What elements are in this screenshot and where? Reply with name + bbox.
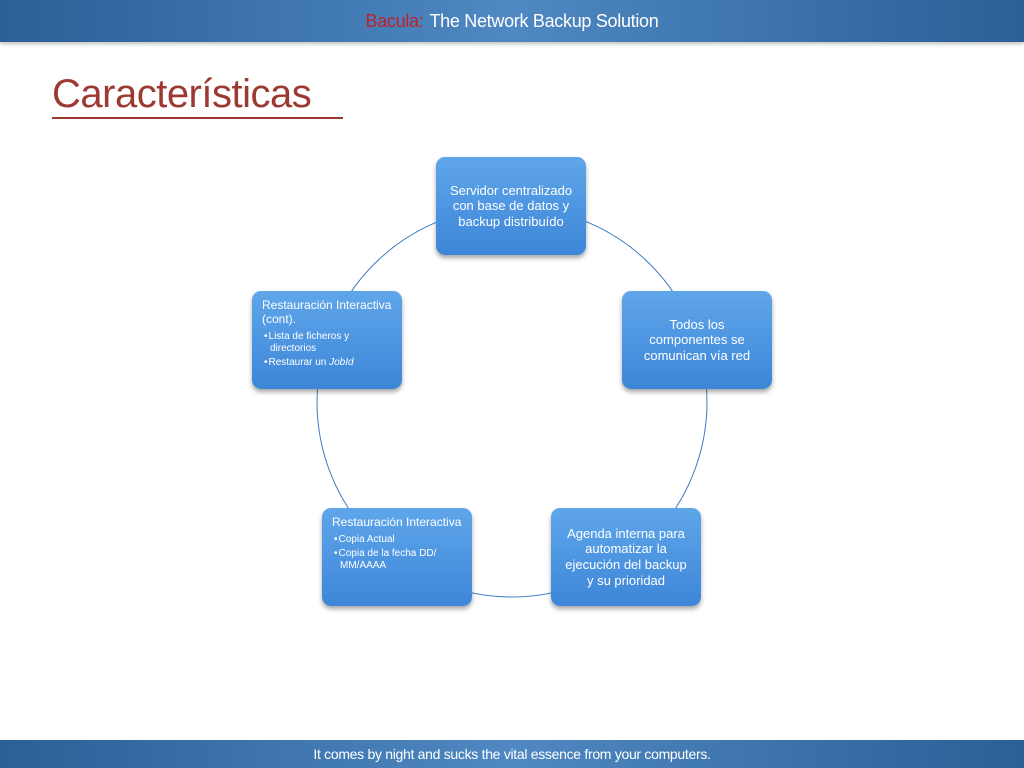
title-underline (52, 117, 343, 119)
list-item: •Copia Actual (334, 533, 395, 545)
footer-bar: It comes by night and sucks the vital es… (0, 740, 1024, 768)
node-network-communication-text: Todos los componentes se comunican vía r… (643, 316, 751, 363)
node-interactive-restore-list: •Copia Actual •Copia de la fecha DD/ MM/… (332, 534, 462, 572)
node-interactive-restore: Restauración Interactiva •Copia Actual •… (322, 508, 472, 606)
header-subtitle: The Network Backup Solution (429, 10, 659, 31)
list-item: •Restaurar un JobId (264, 356, 354, 368)
list-item: •Lista de ficheros y directorios (264, 330, 350, 354)
node-central-server-text: Servidor centralizado con base de datos … (449, 182, 573, 229)
jobid-emphasis: JobId (329, 356, 354, 368)
slide-title: Características (52, 72, 312, 116)
node-internal-scheduler: Agenda interna para automatizar la ejecu… (551, 508, 701, 606)
brand-separator: : (418, 10, 424, 31)
header-bar: Bacula:The Network Backup Solution (0, 0, 1024, 42)
node-network-communication: Todos los componentes se comunican vía r… (622, 291, 772, 389)
node-interactive-restore-cont-list: •Lista de ficheros y directorios •Restau… (262, 331, 392, 369)
node-interactive-restore-cont-heading: Restauración Interactiva (cont). (262, 298, 392, 326)
list-item: •Copia de la fecha DD/ MM/AAAA (334, 547, 437, 571)
node-central-server: Servidor centralizado con base de datos … (436, 157, 586, 255)
node-interactive-restore-cont: Restauración Interactiva (cont). •Lista … (252, 291, 402, 389)
node-interactive-restore-heading: Restauración Interactiva (332, 515, 462, 529)
brand-name: Bacula (365, 10, 420, 31)
footer-tagline: It comes by night and sucks the vital es… (313, 746, 711, 762)
node-internal-scheduler-text: Agenda interna para automatizar la ejecu… (565, 525, 687, 588)
